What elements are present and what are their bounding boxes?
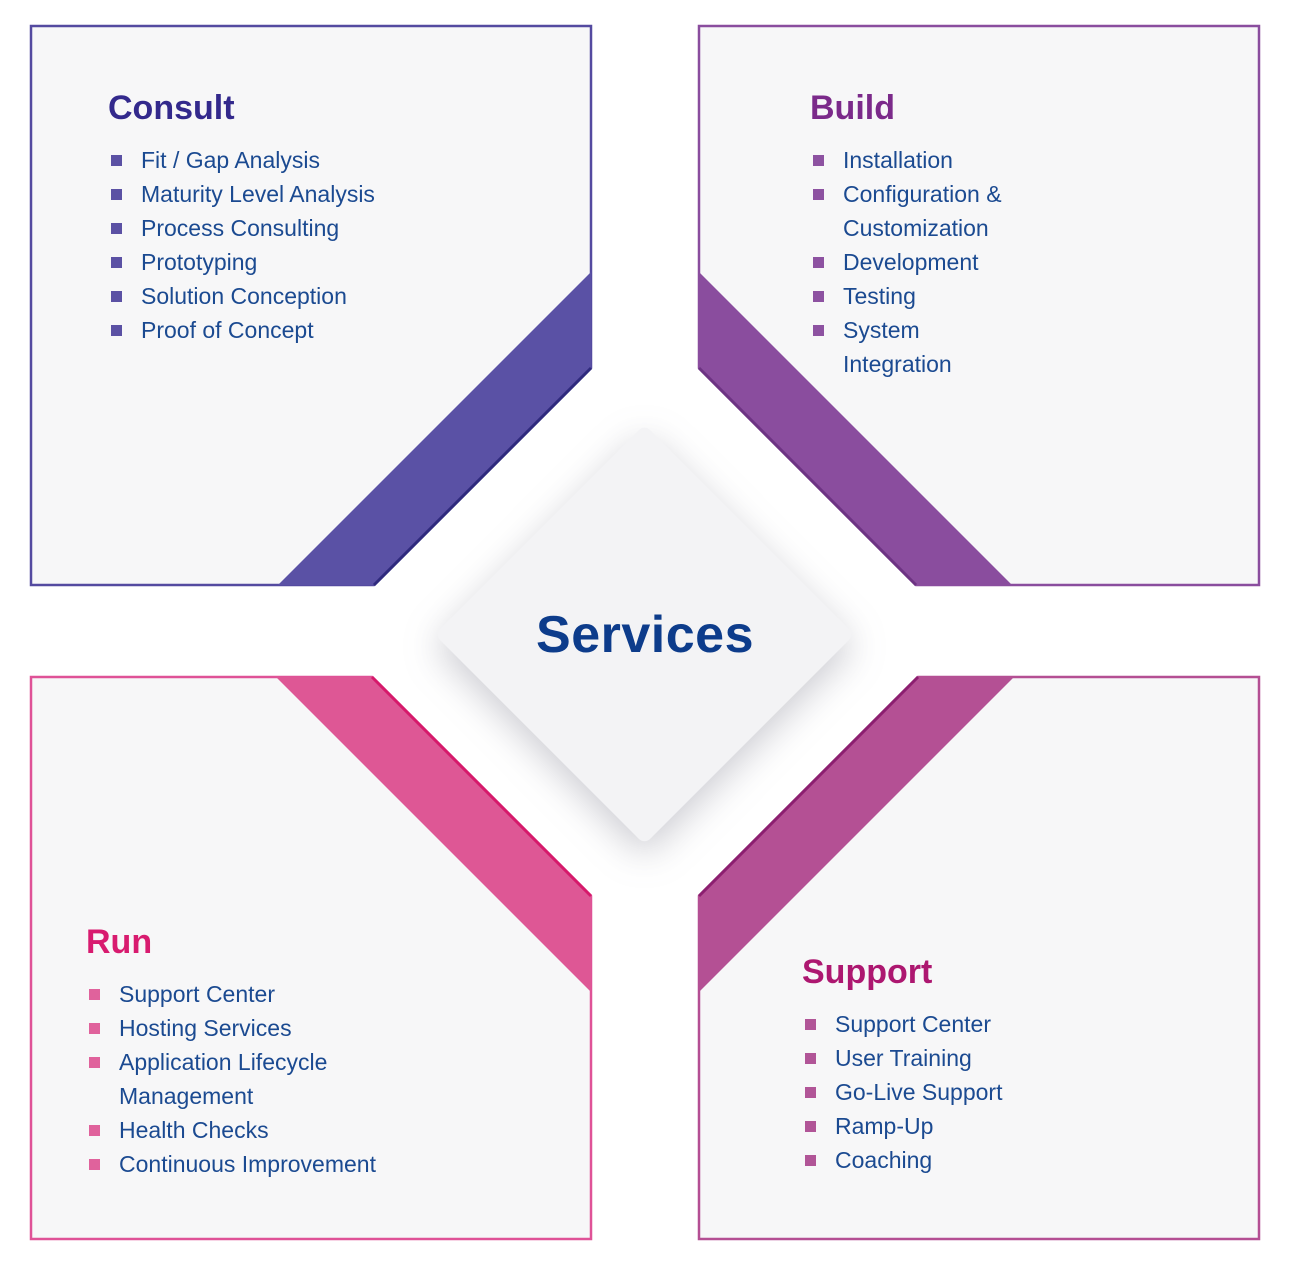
- consult-title: Consult: [108, 89, 235, 127]
- bullet-square-icon: [813, 155, 824, 166]
- bullet-square-icon: [89, 989, 100, 1000]
- bullet-square-icon: [805, 1121, 816, 1132]
- list-item: Maturity Level Analysis: [111, 177, 401, 211]
- bullet-square-icon: [111, 189, 122, 200]
- list-item: Support Center: [805, 1007, 1055, 1041]
- bullet-square-icon: [89, 1023, 100, 1034]
- list-item-label: Go-Live Support: [835, 1079, 1003, 1105]
- run-list: Support Center Hosting Services Applicat…: [86, 977, 377, 1181]
- list-item-label: Health Checks: [119, 1117, 269, 1143]
- list-item-label: Testing: [843, 283, 916, 309]
- list-item-label: Support Center: [835, 1011, 991, 1037]
- list-item-label: Proof of Concept: [141, 317, 314, 343]
- list-item: Continuous Improvement: [89, 1147, 377, 1181]
- consult-list: Fit / Gap Analysis Maturity Level Analys…: [108, 143, 401, 347]
- bullet-square-icon: [813, 291, 824, 302]
- bullet-square-icon: [111, 223, 122, 234]
- list-item: Coaching: [805, 1143, 1055, 1177]
- list-item: Installation: [813, 143, 1031, 177]
- list-item: Development: [813, 245, 1031, 279]
- bullet-square-icon: [89, 1159, 100, 1170]
- list-item: Go-Live Support: [805, 1075, 1055, 1109]
- bullet-square-icon: [805, 1155, 816, 1166]
- bullet-square-icon: [89, 1125, 100, 1136]
- bullet-square-icon: [805, 1019, 816, 1030]
- list-item: Fit / Gap Analysis: [111, 143, 401, 177]
- run-title: Run: [86, 923, 153, 961]
- list-item-label: Development: [843, 249, 979, 275]
- list-item-label: Application Lifecycle Management: [119, 1049, 328, 1109]
- support-ribbon-edge: [697, 675, 920, 898]
- list-item: Prototyping: [111, 245, 401, 279]
- bullet-square-icon: [805, 1053, 816, 1064]
- build-section: Build Installation Configuration & Custo…: [810, 88, 1031, 381]
- list-item: Application Lifecycle Management: [89, 1045, 377, 1113]
- list-item-label: Continuous Improvement: [119, 1151, 376, 1177]
- bullet-square-icon: [89, 1057, 100, 1068]
- list-item-label: Fit / Gap Analysis: [141, 147, 320, 173]
- bullet-square-icon: [111, 155, 122, 166]
- list-item: Configuration & Customization: [813, 177, 1031, 245]
- list-item: Proof of Concept: [111, 313, 401, 347]
- bullet-square-icon: [813, 325, 824, 336]
- list-item-label: Configuration & Customization: [843, 181, 1002, 241]
- services-label: Services: [536, 606, 754, 664]
- list-item: System Integration: [813, 313, 1031, 381]
- list-item-label: Maturity Level Analysis: [141, 181, 375, 207]
- list-item-label: Process Consulting: [141, 215, 340, 241]
- bullet-square-icon: [111, 325, 122, 336]
- list-item-label: Prototyping: [141, 249, 258, 275]
- list-item: User Training: [805, 1041, 1055, 1075]
- support-ribbon: [699, 677, 1014, 992]
- list-item-label: User Training: [835, 1045, 972, 1071]
- bullet-square-icon: [813, 189, 824, 200]
- list-item-label: Installation: [843, 147, 953, 173]
- list-item: Solution Conception: [111, 279, 401, 313]
- list-item: Support Center: [89, 977, 377, 1011]
- list-item: Ramp-Up: [805, 1109, 1055, 1143]
- support-list: Support Center User Training Go-Live Sup…: [802, 1007, 1055, 1177]
- bullet-square-icon: [111, 291, 122, 302]
- list-item: Testing: [813, 279, 1031, 313]
- list-item-label: Coaching: [835, 1147, 933, 1173]
- consult-ribbon: [278, 272, 591, 585]
- run-section: Run Support Center Hosting Services Appl…: [86, 922, 377, 1181]
- list-item-label: Solution Conception: [141, 283, 347, 309]
- list-item-label: Support Center: [119, 981, 275, 1007]
- list-item: Health Checks: [89, 1113, 377, 1147]
- list-item: Hosting Services: [89, 1011, 377, 1045]
- bullet-square-icon: [805, 1087, 816, 1098]
- list-item-label: System Integration: [843, 317, 952, 377]
- bullet-square-icon: [813, 257, 824, 268]
- consult-ribbon-edge: [372, 366, 593, 587]
- support-section: Support Support Center User Training Go-…: [802, 952, 1055, 1177]
- build-title: Build: [810, 89, 895, 127]
- consult-section: Consult Fit / Gap Analysis Maturity Leve…: [108, 88, 401, 347]
- support-title: Support: [802, 953, 933, 991]
- list-item: Process Consulting: [111, 211, 401, 245]
- list-item-label: Hosting Services: [119, 1015, 292, 1041]
- run-ribbon-edge: [370, 675, 593, 898]
- run-ribbon: [276, 677, 591, 992]
- build-ribbon-edge: [697, 366, 918, 587]
- build-ribbon: [699, 272, 1012, 585]
- bullet-square-icon: [111, 257, 122, 268]
- build-list: Installation Configuration & Customizati…: [810, 143, 1031, 381]
- list-item-label: Ramp-Up: [835, 1113, 934, 1139]
